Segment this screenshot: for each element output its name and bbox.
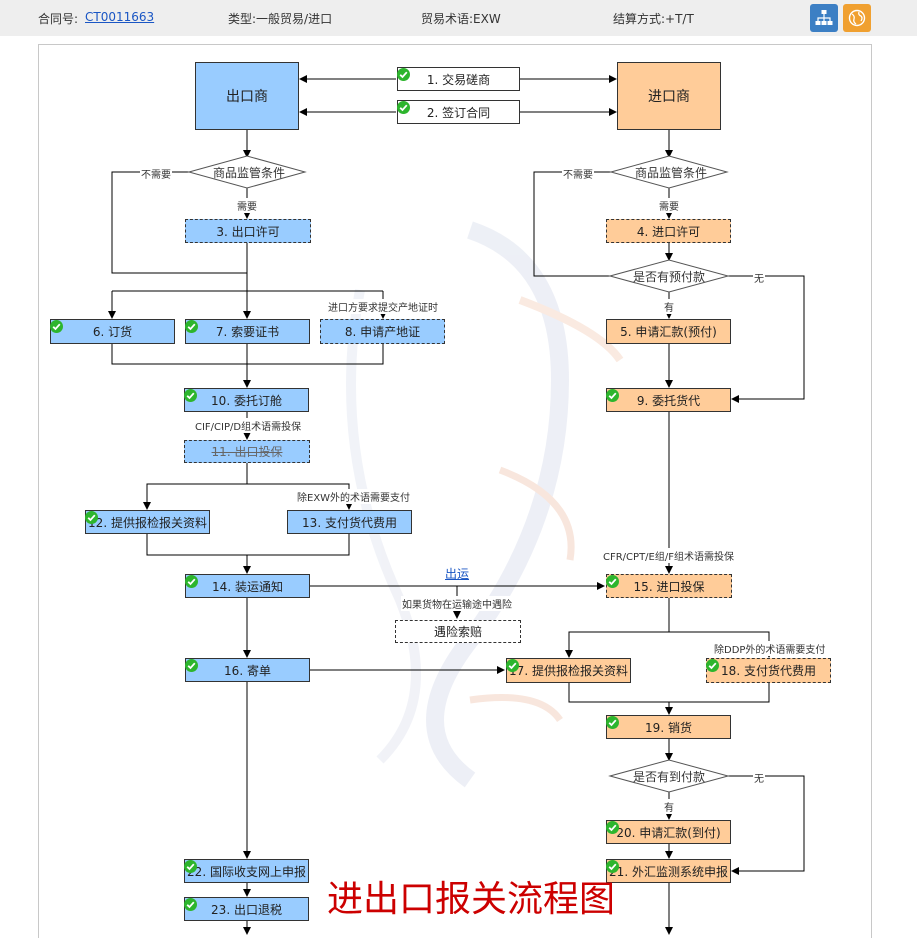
- check-icon: [606, 389, 619, 402]
- step-8-origin-certificate[interactable]: 8. 申请产地证: [320, 319, 445, 344]
- step-10-booking[interactable]: 10. 委托订舱: [184, 388, 309, 412]
- risk-note: 如果货物在运输途中遇险: [401, 596, 513, 611]
- step-22-balance-report[interactable]: 22. 国际收支网上申报: [184, 859, 309, 883]
- org-chart-button[interactable]: [810, 4, 838, 32]
- step-3-export-license[interactable]: 3. 出口许可: [185, 219, 311, 243]
- contract-label: 合同号:: [38, 12, 79, 26]
- im-no-need-label: 不需要: [562, 166, 594, 181]
- globe-button[interactable]: [843, 4, 871, 32]
- prepay-no-label: 无: [753, 270, 765, 285]
- check-icon: [185, 575, 198, 588]
- step-9-freight-forwarder[interactable]: 9. 委托货代: [606, 388, 731, 412]
- step-19-sales[interactable]: 19. 销货: [606, 715, 731, 739]
- step-20-cod-payment[interactable]: 20. 申请汇款(到付): [606, 820, 731, 844]
- check-icon: [397, 68, 410, 81]
- org-chart-icon: [815, 10, 833, 25]
- step-7-request-certificate[interactable]: 7. 索要证书: [185, 319, 310, 344]
- im-control-diamond: [609, 155, 729, 189]
- ex-need-label: 需要: [236, 198, 258, 213]
- exporter-box[interactable]: 出口商: [195, 62, 299, 130]
- check-icon: [184, 389, 197, 402]
- exw-pay-note: 除EXW外的术语需要支付: [296, 489, 412, 504]
- trade-terms: 贸易术语:EXW: [421, 12, 501, 26]
- prepay-text: 是否有预付款: [633, 270, 706, 284]
- diagram-title: 进出口报关流程图: [327, 879, 616, 920]
- ddp-pay-note: 除DDP外的术语需要支付: [713, 641, 827, 656]
- step-6-order[interactable]: 6. 订货: [50, 319, 175, 344]
- trade-type: 类型:一般贸易/进口: [228, 12, 333, 26]
- im-control-text: 商品监管条件: [635, 166, 708, 180]
- step-12-customs-docs[interactable]: 12. 提供报检报关资料: [85, 510, 210, 534]
- watermark-logo: [346, 221, 624, 788]
- check-icon: [706, 659, 719, 672]
- step-2-contract[interactable]: 2. 签订合同: [397, 100, 520, 124]
- cif-insurance-note: CIF/CIP/D组术语需投保: [194, 418, 303, 433]
- prepay-yes-label: 有: [663, 299, 675, 314]
- check-icon: [50, 320, 63, 333]
- step-23-tax-refund[interactable]: 23. 出口退税: [184, 897, 309, 921]
- step-4-import-license[interactable]: 4. 进口许可: [606, 219, 731, 243]
- check-icon: [606, 575, 619, 588]
- origin-cert-note: 进口方要求提交产地证时: [327, 299, 439, 314]
- arrival-pay-diamond: [608, 759, 730, 793]
- contract-info-bar: 合同号: CT0011663 类型:一般贸易/进口 贸易术语:EXW 结算方式:…: [0, 0, 917, 36]
- step-14-shipping-notice[interactable]: 14. 装运通知: [185, 574, 310, 598]
- check-icon: [185, 320, 198, 333]
- check-icon: [184, 860, 197, 873]
- shipping-link[interactable]: 出运: [445, 567, 470, 581]
- contract-number-link[interactable]: CT0011663: [85, 10, 155, 24]
- step-5-prepayment[interactable]: 5. 申请汇款(预付): [606, 319, 731, 344]
- settlement-method: 结算方式:+T/T: [613, 12, 694, 26]
- step-11-export-insurance[interactable]: 11. 出口投保: [184, 440, 310, 463]
- step-21-forex-report[interactable]: 21. 外汇监测系统申报: [606, 859, 731, 883]
- check-icon: [184, 898, 197, 911]
- step-1-negotiation[interactable]: 1. 交易磋商: [397, 67, 520, 91]
- step-13-forwarder-fee[interactable]: 13. 支付货代费用: [287, 510, 412, 534]
- arrival-yes-label: 有: [663, 799, 675, 814]
- risk-claim[interactable]: 遇险索赔: [395, 620, 521, 643]
- cfr-insurance-note: CFR/CPT/E组/F组术语需投保: [602, 548, 735, 563]
- check-icon: [606, 821, 619, 834]
- check-icon: [606, 716, 619, 729]
- im-need-label: 需要: [658, 198, 680, 213]
- prepay-diamond: [608, 259, 730, 293]
- step-16-send-docs[interactable]: 16. 寄单: [185, 658, 310, 682]
- check-icon: [506, 659, 519, 672]
- check-icon: [185, 659, 198, 672]
- step-18-forwarder-fee[interactable]: 18. 支付货代费用: [706, 658, 831, 683]
- globe-icon: [848, 9, 866, 27]
- arrival-pay-text: 是否有到付款: [633, 770, 706, 784]
- importer-box[interactable]: 进口商: [617, 62, 721, 130]
- step-17-customs-docs[interactable]: 17. 提供报检报关资料: [506, 658, 631, 683]
- flowchart-panel: [38, 44, 872, 938]
- check-icon: [397, 101, 410, 114]
- ex-control-text: 商品监管条件: [213, 166, 286, 180]
- arrival-no-label: 无: [753, 770, 765, 785]
- step-15-import-insurance[interactable]: 15. 进口投保: [606, 574, 732, 598]
- step-11-label: 11. 出口投保: [211, 445, 283, 459]
- ex-control-diamond: [187, 155, 307, 189]
- check-icon: [606, 860, 619, 873]
- check-icon: [85, 511, 98, 524]
- ex-no-need-label: 不需要: [140, 166, 172, 181]
